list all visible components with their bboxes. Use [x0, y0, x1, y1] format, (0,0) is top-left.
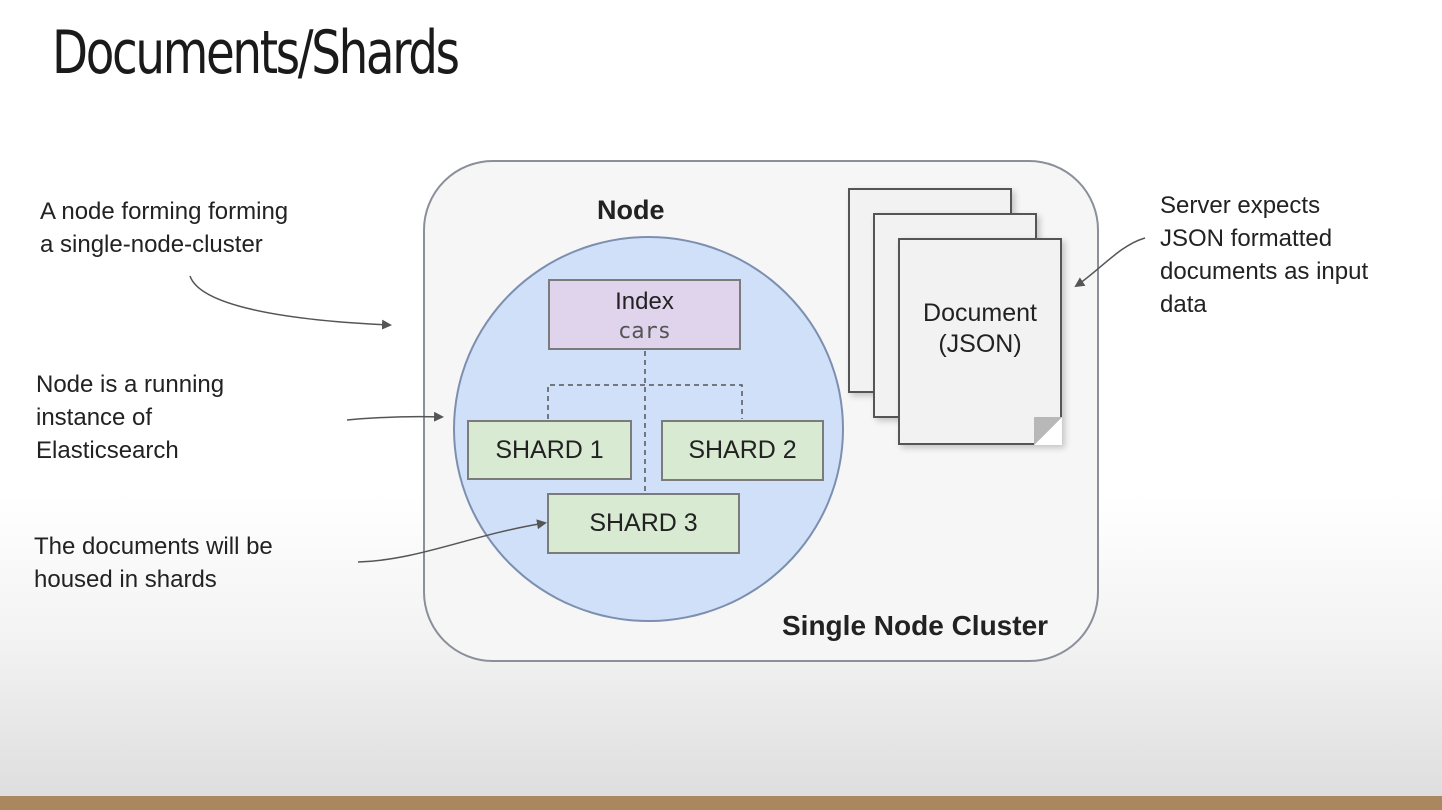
- annotation-server-expects: Server expects JSON formatted documents …: [1160, 189, 1368, 321]
- annotation-line: a single-node-cluster: [40, 231, 263, 258]
- index-title: Index: [615, 288, 674, 315]
- annotation-line: Elasticsearch: [36, 437, 179, 464]
- annotation-line: instance of: [36, 404, 153, 431]
- annotation-line: A node forming forming: [40, 198, 289, 225]
- shard-3: SHARD 3: [547, 493, 740, 554]
- annotation-node-forming: A node forming forming a single-node-clu…: [40, 195, 288, 261]
- annotation-line: Node is a running: [36, 371, 225, 398]
- arrow-to-shard: [357, 519, 547, 563]
- arrow-to-node: [346, 411, 444, 422]
- document-page-front: Document (JSON): [898, 238, 1062, 445]
- shard-1: SHARD 1: [467, 420, 632, 480]
- annotation-documents-housed: The documents will be housed in shards: [34, 530, 273, 596]
- annotation-line: JSON formatted: [1160, 225, 1333, 252]
- accent-bar: [0, 796, 1442, 810]
- shard-2: SHARD 2: [661, 420, 824, 481]
- page-fold-icon: [1034, 417, 1062, 445]
- slide-title: Documents/Shards: [52, 18, 460, 88]
- document-format-label: (JSON): [938, 330, 1022, 358]
- annotation-line: data: [1160, 291, 1207, 318]
- annotation-line: The documents will be: [34, 533, 273, 560]
- annotation-line: Server expects: [1160, 192, 1321, 219]
- node-label: Node: [597, 195, 665, 225]
- arrow-to-documents: [1074, 237, 1146, 288]
- annotation-line: housed in shards: [34, 566, 217, 593]
- index-box: Index cars: [548, 279, 741, 350]
- index-name: cars: [618, 319, 671, 344]
- annotation-line: documents as input: [1160, 258, 1369, 285]
- annotation-node-instance: Node is a running instance of Elasticsea…: [36, 368, 224, 467]
- cluster-label: Single Node Cluster: [782, 610, 1049, 641]
- index-to-shards-link: [547, 384, 743, 419]
- arrow-to-cluster: [189, 275, 392, 330]
- document-label: Document: [923, 299, 1037, 327]
